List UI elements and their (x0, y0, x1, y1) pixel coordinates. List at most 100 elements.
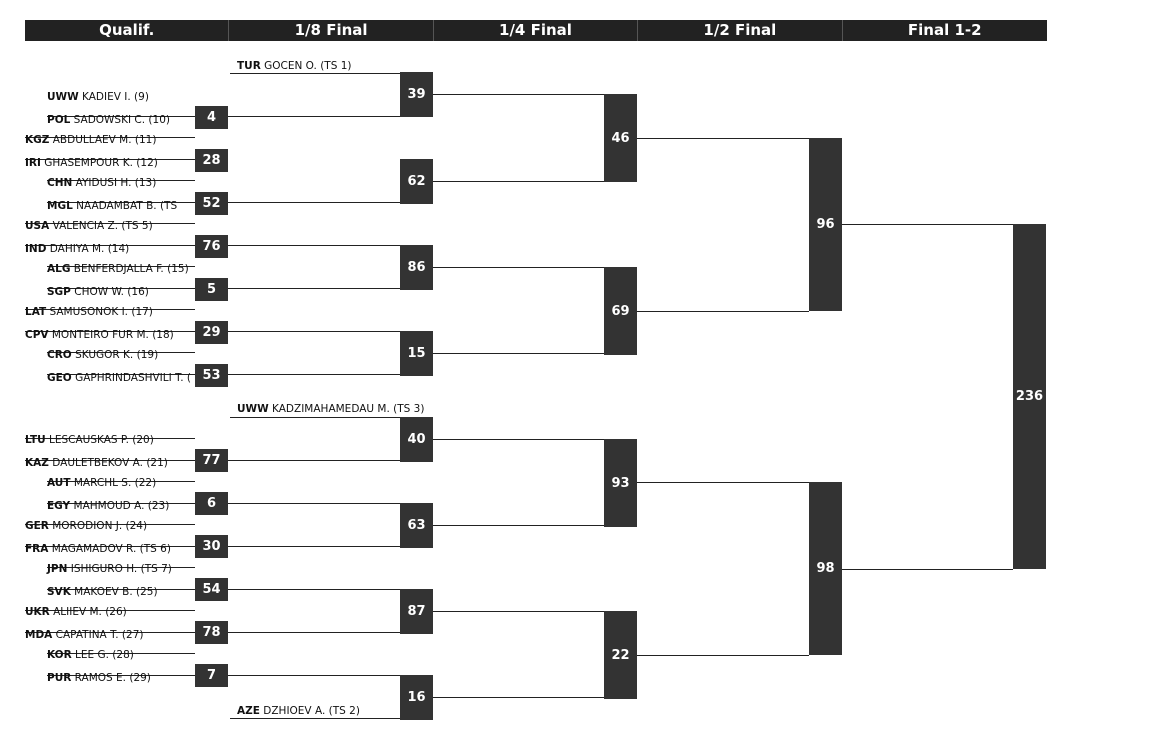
match-number-box: 28 (195, 149, 228, 172)
competitor-entry: USA VALENCIA Z. (TS 5) (25, 220, 153, 233)
competitor-country: UWW (237, 403, 269, 415)
competitor-entry: KOR LEE G. (28) (47, 649, 134, 662)
competitor-entry: CRO SKUGOR K. (19) (47, 349, 158, 362)
competitor-name: KADIEV I. (9) (82, 91, 149, 103)
competitor-name: SKUGOR K. (19) (75, 349, 159, 361)
bracket-connector-line (433, 697, 604, 698)
competitor-name: SAMUSONOK I. (17) (49, 306, 153, 318)
match-number-box: 15 (400, 331, 433, 376)
competitor-country: PUR (47, 672, 72, 684)
competitor-country: POL (47, 114, 71, 126)
competitor-name: ISHIGURO H. (TS 7) (70, 563, 172, 575)
competitor-name: NAADAMBAT B. (TS (76, 200, 178, 212)
competitor-entry: MGL NAADAMBAT B. (TS (47, 200, 177, 213)
bracket-connector-line (228, 331, 400, 332)
match-number-box: 40 (400, 417, 433, 462)
competitor-country: TUR (237, 60, 261, 72)
competitor-entry: AUT MARCHL S. (22) (47, 477, 156, 490)
competitor-entry: EGY MAHMOUD A. (23) (47, 500, 169, 513)
bracket-connector-line (637, 311, 809, 312)
match-number-box: 54 (195, 578, 228, 601)
bracket-connector-line (25, 632, 195, 633)
competitor-name: MORODION J. (24) (52, 520, 148, 532)
competitor-entry: TUR GOCEN O. (TS 1) (237, 60, 352, 73)
bracket-connector-line (47, 589, 195, 590)
bracket-connector-line (47, 352, 195, 353)
competitor-entry: SVK MAKOEV B. (25) (47, 586, 158, 599)
bracket-connector-line (230, 73, 400, 74)
competitor-country: MDA (25, 629, 53, 641)
bracket-connector-line (25, 546, 195, 547)
competitor-name: SADOWSKI C. (10) (73, 114, 170, 126)
competitor-name: KADZIMAHAMEDAU M. (TS 3) (272, 403, 425, 415)
competitor-country: MGL (47, 200, 73, 212)
bracket-connector-line (637, 482, 809, 483)
bracket-connector-line (228, 245, 400, 246)
match-number-box: 98 (809, 482, 842, 655)
match-number-box: 29 (195, 321, 228, 344)
bracket-connector-line (433, 525, 604, 526)
competitor-entry: IND DAHIYA M. (14) (25, 243, 129, 256)
bracket-connector-line (25, 245, 195, 246)
bracket-connector-line (637, 655, 809, 656)
competitor-name: MAHMOUD A. (23) (73, 500, 170, 512)
round-header-final: Final 1-2 (907, 21, 982, 39)
competitor-name: BENFERDJALLA F. (15) (73, 263, 189, 275)
bracket-connector-line (228, 546, 400, 547)
competitor-entry: CPV MONTEIRO FUR M. (18) (25, 329, 174, 342)
competitor-entry: KAZ DAULETBEKOV A. (21) (25, 457, 168, 470)
competitor-name: LEE G. (28) (75, 649, 134, 661)
match-number-box: 22 (604, 611, 637, 699)
competitor-name: DAHIYA M. (14) (49, 243, 130, 255)
bracket-connector-line (228, 116, 400, 117)
match-number-box: 77 (195, 449, 228, 472)
match-number-box: 7 (195, 664, 228, 687)
competitor-entry: POL SADOWSKI C. (10) (47, 114, 170, 127)
competitor-country: KOR (47, 649, 72, 661)
match-number-box: 78 (195, 621, 228, 644)
bracket-connector-line (47, 374, 195, 375)
match-number-box: 16 (400, 675, 433, 720)
competitor-entry: SGP CHOW W. (16) (47, 286, 149, 299)
competitor-entry: JPN ISHIGURO H. (TS 7) (47, 563, 172, 576)
bracket-connector-line (47, 266, 195, 267)
competitor-entry: UWW KADZIMAHAMEDAU M. (TS 3) (237, 403, 424, 416)
competitor-entry: AZE DZHIOEV A. (TS 2) (237, 705, 360, 718)
bracket-connector-line (228, 675, 400, 676)
bracket-connector-line (433, 181, 604, 182)
competitor-country: IRI (25, 157, 41, 169)
competitor-country: KGZ (25, 134, 50, 146)
competitor-name: GHASEMPOUR K. (12) (44, 157, 158, 169)
competitor-country: LAT (25, 306, 47, 318)
match-number-box: 63 (400, 503, 433, 548)
competitor-name: VALENCIA Z. (TS 5) (52, 220, 153, 232)
competitor-entry: GEO GAPHRINDASHVILI T. ( (47, 372, 191, 385)
competitor-name: MAKOEV B. (25) (74, 586, 158, 598)
competitor-name: MONTEIRO FUR M. (18) (51, 329, 174, 341)
bracket-connector-line (25, 223, 195, 224)
bracket-connector-line (230, 718, 400, 719)
competitor-country: SVK (47, 586, 71, 598)
competitor-name: GOCEN O. (TS 1) (264, 60, 352, 72)
match-number-box: 76 (195, 235, 228, 258)
match-number-box: 4 (195, 106, 228, 129)
match-number-box: 46 (604, 94, 637, 182)
competitor-country: USA (25, 220, 50, 232)
competitor-entry: LTU LESCAUSKAS P. (20) (25, 434, 154, 447)
bracket-connector-line (228, 288, 400, 289)
bracket-connector-line (25, 524, 195, 525)
bracket-connector-line (637, 138, 809, 139)
competitor-country: CPV (25, 329, 49, 341)
bracket-connector-line (47, 116, 195, 117)
competitor-country: JPN (47, 563, 68, 575)
competitor-country: EGY (47, 500, 71, 512)
competitor-name: MAGAMADOV R. (TS 6) (51, 543, 171, 555)
competitor-name: DAULETBEKOV A. (21) (52, 457, 168, 469)
bracket-connector-line (47, 503, 195, 504)
bracket-connector-line (25, 438, 195, 439)
competitor-country: FRA (25, 543, 49, 555)
bracket-connector-line (47, 481, 195, 482)
bracket-connector-line (433, 439, 604, 440)
bracket-connector-line (25, 460, 195, 461)
match-number-box: 93 (604, 439, 637, 527)
